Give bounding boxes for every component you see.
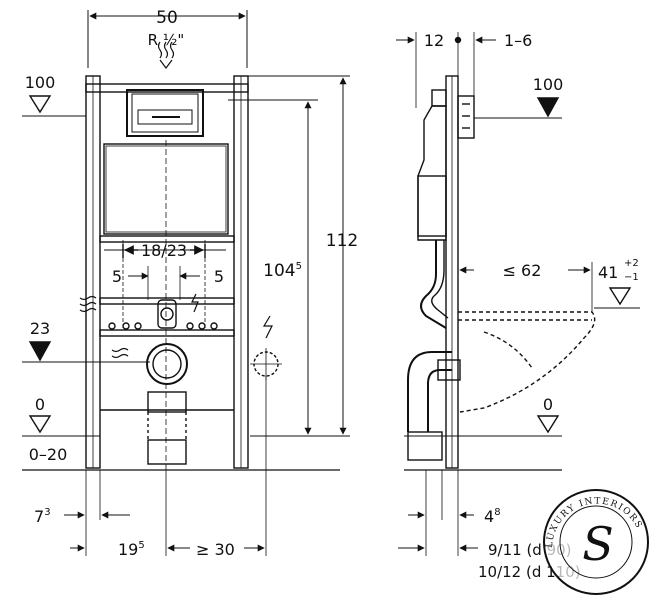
- bolt-spacing-label: 18/23: [141, 241, 187, 260]
- depth-top-label: 12: [424, 31, 444, 50]
- level-0-label: 0: [35, 395, 45, 414]
- side-level-0-marker: [536, 415, 560, 434]
- toilet-bowl: [458, 311, 596, 413]
- bottom-left-label: 73: [34, 507, 51, 526]
- side-view: [396, 32, 640, 556]
- bottom-right-label: ≥ 30: [196, 540, 235, 559]
- height-total-label: 112: [326, 231, 358, 251]
- bottom-mid-label: 195: [118, 540, 145, 559]
- level-100-marker: [28, 95, 52, 114]
- height-frame-label: 1045: [263, 261, 302, 281]
- seat-tol-plus: +2: [624, 258, 639, 269]
- side-level-100-label: 100: [533, 75, 564, 94]
- projection-label: ≤ 62: [503, 261, 542, 280]
- front-view: [22, 10, 350, 556]
- seat-tol-minus: −1: [624, 272, 639, 283]
- seat-level-marker: [608, 287, 632, 306]
- logo-letter: S: [582, 517, 614, 571]
- side-level-0-label: 0: [543, 395, 553, 414]
- level-range-label: 0–20: [29, 445, 68, 464]
- offset-left-label: 5: [112, 267, 122, 286]
- seat-height-label: 41: [598, 263, 618, 282]
- pipe-thread-label: R ½": [148, 31, 185, 49]
- level-100-label: 100: [25, 73, 56, 92]
- side-level-100-marker: [536, 97, 560, 118]
- luxury-interiors-logo: LUXURY INTERIORS S: [543, 489, 649, 595]
- level-23-label: 23: [30, 319, 50, 338]
- drain-pipe: [146, 343, 188, 385]
- level-0-marker: [28, 415, 52, 434]
- width-top-label: 50: [156, 8, 178, 28]
- level-23-marker: [28, 341, 52, 362]
- bottom-offset-label: 48: [484, 507, 501, 526]
- offset-right-label: 5: [214, 267, 224, 286]
- flush-plate: [126, 89, 204, 137]
- depth-adjust-label: 1–6: [504, 31, 532, 50]
